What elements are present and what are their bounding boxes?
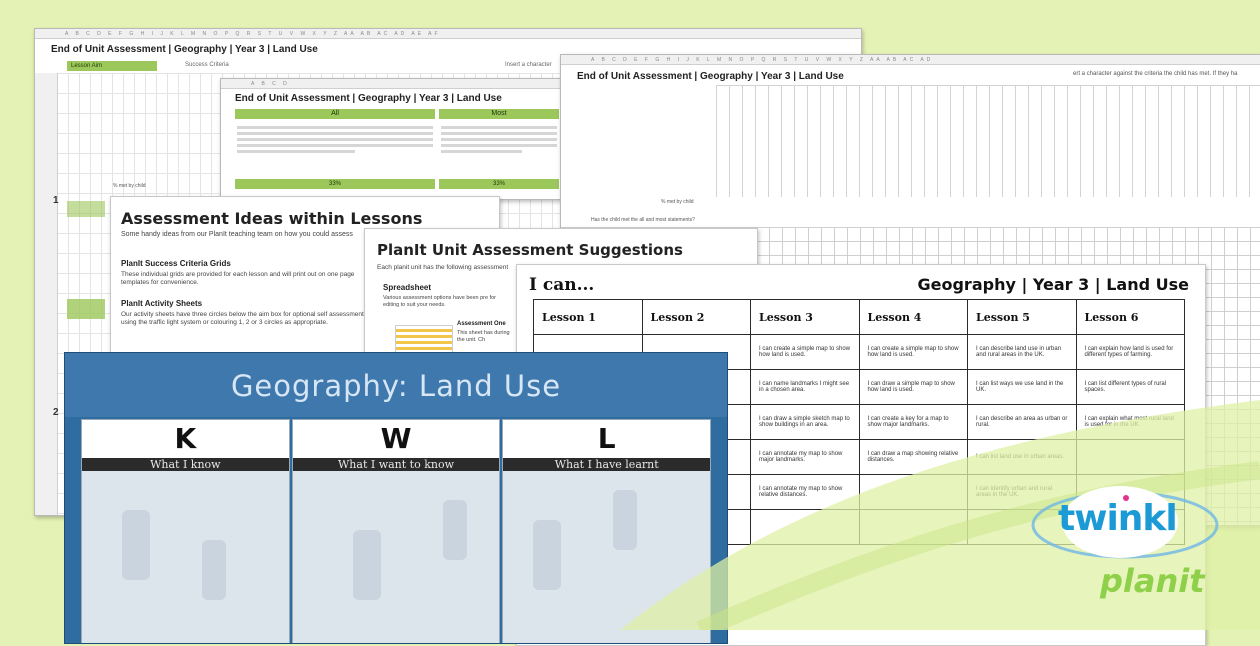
sheet-right-title: End of Unit Assessment | Geography | Yea… — [577, 71, 844, 82]
col-all-text — [237, 123, 433, 156]
sheet-note: Insert a character — [505, 62, 552, 68]
twinkl-wordmark: twinkl — [1058, 498, 1178, 539]
statement-cell: I can annotate my map to show relative d… — [750, 474, 860, 510]
kwl-column-k: K What I know — [81, 419, 290, 643]
kwl-grid-sheet: Geography: Land Use K What I know W What… — [64, 352, 728, 644]
kwl-caption: What I know — [82, 458, 289, 471]
kwl-columns: K What I know W What I want to know L Wh… — [81, 419, 712, 643]
col-all-header: All — [235, 109, 435, 119]
green-row-marker-2 — [67, 201, 105, 217]
section-number-2: 2 — [53, 407, 59, 418]
section-number-1: 1 — [53, 195, 59, 206]
i-can-subject: Geography | Year 3 | Land Use — [917, 275, 1190, 294]
statement-cell: I can draw a simple sketch map to show b… — [750, 404, 860, 440]
ideas-para-1: These individual grids are provided for … — [121, 271, 355, 286]
statement-cell: I can create a simple map to show how la… — [750, 334, 860, 370]
ideas-heading-1: PlanIt Success Criteria Grids — [121, 259, 231, 268]
column-header-bar-middle: A B C D — [221, 79, 561, 89]
sugg-title: PlanIt Unit Assessment Suggestions — [377, 241, 683, 259]
statement-cell — [858, 509, 968, 545]
kwl-caption: What I want to know — [292, 458, 500, 471]
kwl-letter: K — [82, 420, 289, 458]
sheet-title: End of Unit Assessment | Geography | Yea… — [51, 44, 318, 55]
twinkl-logo: twinkl planit — [1030, 470, 1230, 620]
ideas-intro: Some handy ideas from our PlanIt teachin… — [121, 231, 353, 238]
ideas-title: Assessment Ideas within Lessons — [121, 209, 423, 228]
sugg-heading-2: Assessment One — [457, 321, 506, 327]
statement-cell: I can name landmarks I might see in a ch… — [750, 369, 860, 405]
ideas-heading-2: PlanIt Activity Sheets — [121, 299, 203, 308]
statement-cell — [858, 474, 968, 510]
statement-cell: I can create a key for a map to show maj… — [858, 404, 968, 440]
sugg-intro: Each planit unit has the following asses… — [377, 264, 509, 271]
kwl-title: Geography: Land Use — [230, 369, 562, 403]
column-header-bar-right: A B C D E F G H I J K L M N O P Q R S T … — [561, 55, 1260, 65]
lesson-cell: Lesson 5 — [967, 299, 1077, 335]
col-most-text — [441, 123, 557, 156]
statement-cell: I can create a simple map to show how la… — [858, 334, 968, 370]
statement-cell: I can describe land use in urban and rur… — [967, 334, 1077, 370]
column-header-bar: A B C D E F G H I J K L M N O P Q R S T … — [35, 29, 861, 39]
person-icon — [613, 490, 638, 550]
col-most-header: Most — [439, 109, 559, 119]
kwl-column-l: L What I have learnt — [502, 419, 712, 643]
statement-cell: I can describe an area as urban or rural… — [967, 404, 1077, 440]
sugg-heading-1: Spreadsheet — [383, 283, 432, 292]
lesson-header-row: Lesson 1 Lesson 2 Lesson 3 Lesson 4 Less… — [533, 299, 1185, 335]
lesson-cell: Lesson 2 — [641, 299, 751, 335]
person-icon — [442, 500, 467, 560]
sugg-thumbnail — [395, 325, 453, 357]
right-question: Has the child met the all and most state… — [591, 217, 695, 223]
person-icon — [122, 510, 150, 580]
sheet-middle-title: End of Unit Assessment | Geography | Yea… — [235, 93, 502, 104]
header-lesson-aim: Lesson Aim — [67, 61, 157, 71]
pct-label: % met by child — [113, 183, 146, 189]
green-row-marker — [67, 299, 105, 319]
sheet-right-note: ert a character against the criteria the… — [1073, 71, 1238, 77]
statement-cell: I can explain what most rural land is us… — [1075, 404, 1185, 440]
lesson-cell: Lesson 6 — [1075, 299, 1185, 335]
kwl-letter: W — [292, 420, 500, 458]
i-can-header: I can... Geography | Year 3 | Land Use — [529, 275, 1189, 297]
i-can-title: I can... — [529, 275, 595, 295]
person-icon — [533, 520, 562, 590]
sugg-para-1: Various assessment options have been pre… — [383, 295, 497, 308]
pct-most: 33% — [439, 179, 559, 189]
statement-cell: I can annotate my map to show major land… — [750, 439, 860, 475]
statement-cell: I can list different types of rural spac… — [1075, 369, 1185, 405]
right-pct-label: % met by child — [661, 199, 694, 205]
person-icon — [202, 540, 226, 600]
statement-cell: I can draw a simple map to show how land… — [858, 369, 968, 405]
statement-cell: I can draw a map showing relative distan… — [858, 439, 968, 475]
statement-cell: I can list ways we use land in the UK. — [967, 369, 1077, 405]
ideas-para-2: Our activity sheets have three circles b… — [121, 311, 366, 326]
row-number-column — [35, 73, 58, 515]
pct-all: 33% — [235, 179, 435, 189]
planit-wordmark: planit — [1100, 562, 1205, 600]
kwl-caption: What I have learnt — [503, 458, 711, 471]
logo-swoosh-icon — [1031, 486, 1219, 559]
person-icon — [352, 530, 381, 600]
spreadsheet-middle: A B C D End of Unit Assessment | Geograp… — [220, 78, 562, 200]
kwl-banner — [65, 353, 727, 417]
kwl-column-w: W What I want to know — [291, 419, 501, 643]
kwl-letter: L — [503, 420, 711, 458]
lesson-cell: Lesson 1 — [533, 299, 643, 335]
statement-cell — [750, 509, 860, 545]
header-success-criteria: Success Criteria — [185, 62, 229, 68]
sugg-para-2: This sheet has during the unit. Ch — [457, 330, 510, 343]
lesson-cell: Lesson 4 — [858, 299, 968, 335]
right-header-columns — [716, 85, 1260, 197]
lesson-cell: Lesson 3 — [750, 299, 860, 335]
statement-cell: I can explain how land is used for diffe… — [1075, 334, 1185, 370]
